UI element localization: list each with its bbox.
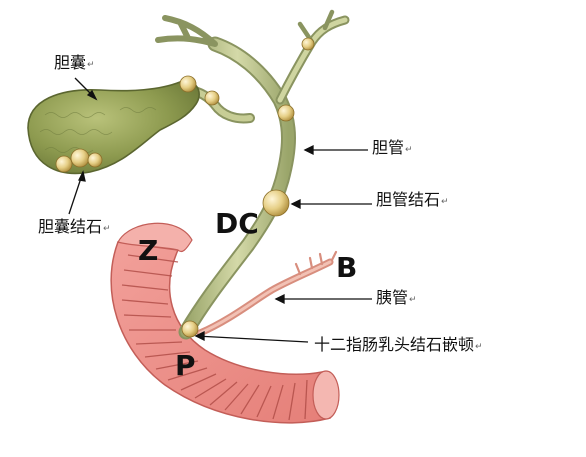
- hepatic-stone: [301, 37, 315, 51]
- bile-duct: [155, 9, 350, 340]
- stones: [55, 37, 315, 338]
- letter-p: P: [175, 349, 196, 382]
- papilla-stone: [181, 320, 199, 338]
- letter-b: B: [336, 251, 358, 284]
- label-papilla-impaction: 十二指肠乳头结石嵌顿↵: [314, 335, 483, 354]
- label-pancreatic-duct: 胰管↵: [376, 288, 417, 307]
- cystic-stone: [179, 75, 197, 93]
- letter-z: Z: [138, 234, 159, 267]
- label-gallbladder-stone: 胆囊结石↵: [38, 217, 111, 236]
- gallbladder-organ: [27, 80, 200, 175]
- pointer-lines: [68, 77, 372, 343]
- pancreatic-duct: [196, 250, 338, 337]
- gallbladder-stone: [55, 155, 73, 173]
- letter-dc: DC: [215, 207, 259, 240]
- label-bile-duct: 胆管↵: [372, 138, 413, 157]
- duodenum: [110, 222, 340, 424]
- gallbladder-stone: [70, 148, 90, 168]
- bile-duct-stone: [262, 189, 290, 217]
- cystic-stone: [204, 90, 220, 106]
- label-gallbladder: 胆囊↵: [54, 53, 95, 72]
- label-bile-duct-stone: 胆管结石↵: [376, 190, 449, 209]
- hepatic-stone: [277, 104, 295, 122]
- gallbladder-stone: [87, 152, 103, 168]
